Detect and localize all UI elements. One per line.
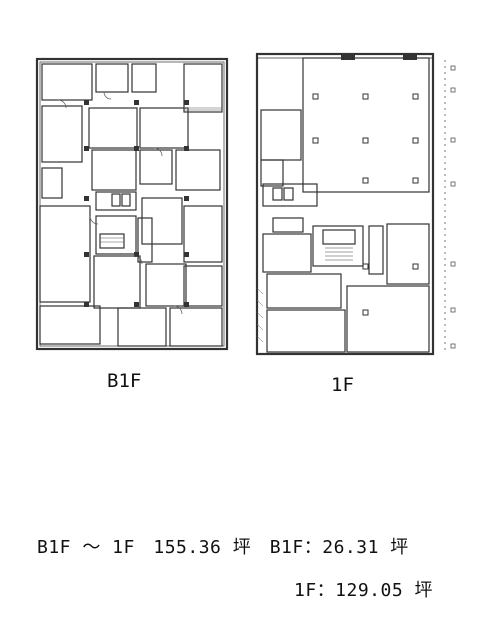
b1-floor-plan bbox=[34, 56, 232, 354]
area-b1: B1F：26.31 坪 bbox=[269, 537, 409, 558]
1f-floor-plan bbox=[253, 48, 473, 358]
floor-label-b1: B1F bbox=[107, 370, 142, 392]
area-total: B1F ～ 1F 155.36 坪 bbox=[37, 537, 252, 558]
floor-label-1f: 1F bbox=[331, 374, 354, 396]
area-summary-line: B1F ～ 1F 155.36 坪 B1F：26.31 坪 bbox=[37, 533, 409, 559]
area-1f: 1F：129.05 坪 bbox=[294, 580, 434, 601]
